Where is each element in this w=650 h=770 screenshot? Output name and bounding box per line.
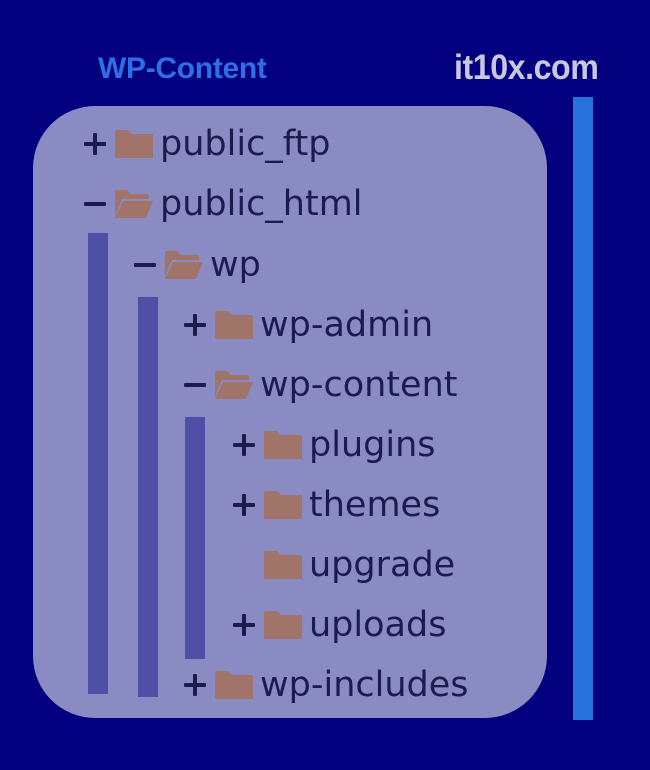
tree-item-upgrade[interactable]: upgrade bbox=[231, 543, 455, 587]
collapse-icon[interactable] bbox=[82, 182, 110, 226]
tree-item-wp[interactable]: wp bbox=[132, 243, 261, 287]
tree-item-label: public_html bbox=[160, 184, 363, 224]
collapse-icon[interactable] bbox=[182, 363, 210, 407]
tree-item-label: wp bbox=[210, 245, 261, 285]
tree-item-label: upgrade bbox=[309, 545, 456, 585]
accent-bar bbox=[573, 97, 593, 720]
tree-item-label: wp-content bbox=[260, 365, 458, 405]
tree-item-themes[interactable]: themes bbox=[231, 483, 440, 527]
tree-item-uploads[interactable]: uploads bbox=[231, 603, 446, 647]
folder-open-icon bbox=[165, 251, 203, 279]
folder-open-icon bbox=[215, 371, 253, 399]
tree-guide-wp bbox=[138, 297, 158, 697]
tree-item-label: themes bbox=[309, 485, 441, 525]
tree-item-wp-content[interactable]: wp-content bbox=[182, 363, 457, 407]
brand-logo-text: it10x.com bbox=[454, 48, 599, 87]
tree-item-wp-includes[interactable]: wp-includes bbox=[182, 663, 469, 707]
tree-item-wp-admin[interactable]: wp-admin bbox=[182, 303, 433, 347]
tree-item-label: wp-includes bbox=[260, 665, 469, 705]
folder-open-icon bbox=[115, 190, 153, 218]
tree-item-label: uploads bbox=[309, 605, 447, 645]
tree-item-public-ftp[interactable]: public_ftp bbox=[82, 122, 330, 166]
folder-closed-icon bbox=[264, 431, 302, 459]
toggle-placeholder bbox=[231, 543, 259, 587]
expand-icon[interactable] bbox=[182, 663, 210, 707]
tree-item-label: wp-admin bbox=[260, 305, 434, 345]
folder-closed-icon bbox=[215, 671, 253, 699]
expand-icon[interactable] bbox=[231, 483, 259, 527]
tree-guide-wp-content bbox=[185, 417, 205, 659]
expand-icon[interactable] bbox=[231, 603, 259, 647]
tree-item-public-html[interactable]: public_html bbox=[82, 182, 363, 226]
collapse-icon[interactable] bbox=[132, 243, 160, 287]
folder-closed-icon bbox=[115, 130, 153, 158]
expand-icon[interactable] bbox=[82, 122, 110, 166]
folder-closed-icon bbox=[264, 551, 302, 579]
expand-icon[interactable] bbox=[231, 423, 259, 467]
tree-item-label: public_ftp bbox=[160, 124, 331, 164]
folder-closed-icon bbox=[215, 311, 253, 339]
tree-guide-public-html bbox=[88, 233, 108, 694]
expand-icon[interactable] bbox=[182, 303, 210, 347]
tree-item-plugins[interactable]: plugins bbox=[231, 423, 435, 467]
page-title: WP-Content bbox=[98, 52, 267, 85]
tree-item-label: plugins bbox=[309, 425, 436, 465]
folder-closed-icon bbox=[264, 611, 302, 639]
folder-closed-icon bbox=[264, 491, 302, 519]
